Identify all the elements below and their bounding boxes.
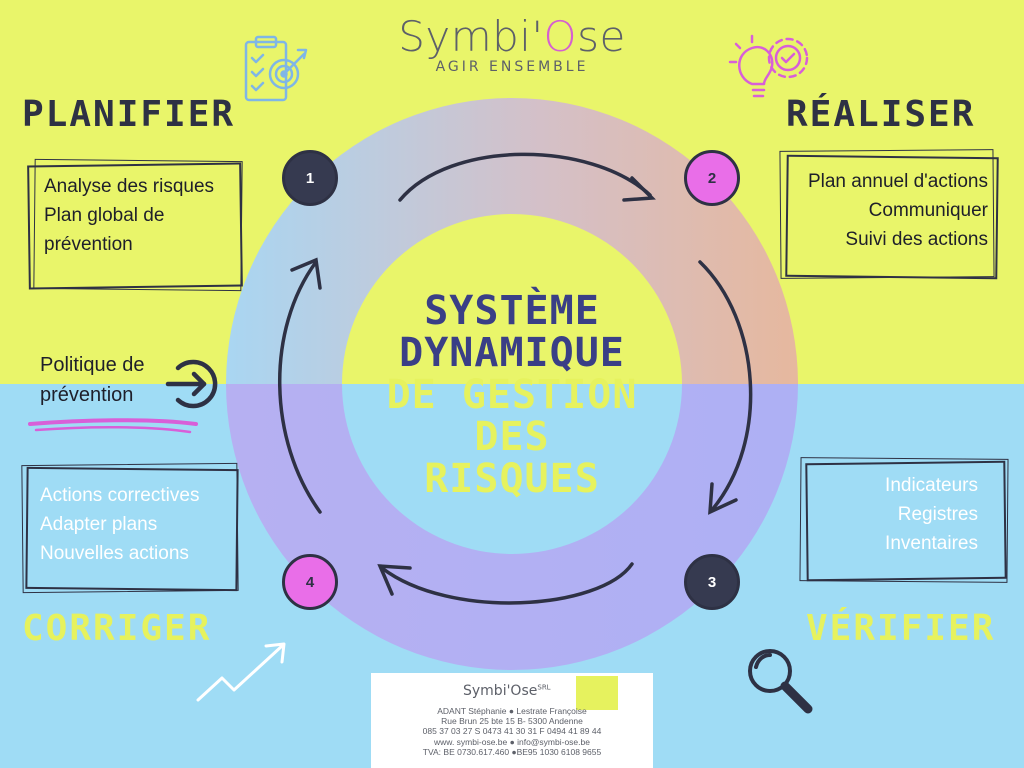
step-badge-2: 2 [684,150,740,206]
step-badge-3: 3 [684,554,740,610]
title-verifier: VÉRIFIER [806,608,996,649]
list-verifier: Indicateurs Registres Inventaires [800,471,978,558]
logo-name-o: O [543,12,578,61]
lightbulb-gear-icon [728,34,809,98]
politique-underline-2 [34,425,192,434]
step-badge-1: 1 [282,150,338,206]
card-line: Rue Brun 25 bte 15 B- 5300 Andenne [441,716,583,727]
title-realiser: RÉALISER [786,94,976,135]
logo-name-part1: Symbi' [398,12,544,61]
arrow-4-to-1 [278,260,322,514]
list-item: Analyse des risques [44,176,215,197]
arrowhead-4-to-1 [290,257,322,290]
card-line: 085 37 03 27 S 0473 41 30 31 F 0494 41 8… [422,726,602,737]
list-item: Communiquer [868,200,988,221]
center-line-2: DYNAMIQUE [399,330,625,376]
arrowhead-1-to-2 [622,176,656,202]
list-item: Suivi des actions [845,229,988,250]
card-name-text: Symbi'Ose [463,683,538,699]
list-planifier: Analyse des risques Plan global de préve… [44,172,214,259]
politique-label: Politique de prévention [40,350,145,410]
card-line: www. symbi-ose.be ● info@symbi-ose.be [434,736,590,747]
card-line: ADANT Stéphanie ● Lestrate Françoise [437,706,587,716]
list-item: Actions correctives [40,485,200,506]
card-company-name: Symbi'OseSRL [463,683,551,699]
ring-top-half [226,98,798,384]
arrowhead-3-to-4 [377,564,412,596]
center-line-1: SYSTÈME [424,288,600,334]
clipboard-target-icon [244,35,308,102]
arrowhead-2-to-3 [708,482,738,515]
trend-arrow-icon [196,642,286,702]
title-planifier: PLANIFIER [22,94,236,135]
arrow-right-circle-icon [165,359,218,409]
politique-line-2: prévention [40,384,134,406]
card-details: ADANT Stéphanie ● Lestrate Françoise Rue… [371,706,653,757]
logo-name: Symbi'Ose [380,12,644,61]
title-corriger: CORRIGER [22,608,212,649]
arrow-3-to-4 [380,562,634,605]
politique-underline [28,418,198,426]
center-title: SYSTÈME DYNAMIQUE DE GESTION DES RISQUES [340,290,684,500]
logo-name-part2: se [577,12,626,61]
list-item: prévention [44,234,133,255]
center-line-3: DE GESTION [386,372,638,418]
list-item: Adapter plans [40,514,158,535]
magnifier-icon [748,649,813,714]
list-item: Registres [897,504,978,525]
card-name-suffix: SRL [537,683,551,692]
logo-tagline: AGIR ENSEMBLE [435,59,589,75]
arrow-1-to-2 [398,152,652,202]
arrow-2-to-3 [698,260,753,512]
center-line-5: RISQUES [424,456,600,502]
politique-line-1: Politique de [40,354,145,376]
logo: Symbi'Ose AGIR ENSEMBLE [380,12,644,75]
business-card: Symbi'OseSRL ADANT Stéphanie ● Lestrate … [371,673,653,768]
list-corriger: Actions correctives Adapter plans Nouvel… [40,481,199,568]
card-line: TVA: BE 0730.617.460 ●BE95 1030 6108 965… [422,746,602,757]
list-item: Plan global de [44,205,165,226]
list-realiser: Plan annuel d'actions Communiquer Suivi … [790,167,988,254]
list-item: Plan annuel d'actions [807,171,988,192]
ring-bottom-half [226,384,798,670]
list-item: Indicateurs [885,475,978,496]
card-accent-square [576,676,618,710]
list-item: Inventaires [885,533,978,554]
list-item: Nouvelles actions [40,543,189,564]
center-line-4: DES [474,414,550,460]
step-badge-4: 4 [282,554,338,610]
